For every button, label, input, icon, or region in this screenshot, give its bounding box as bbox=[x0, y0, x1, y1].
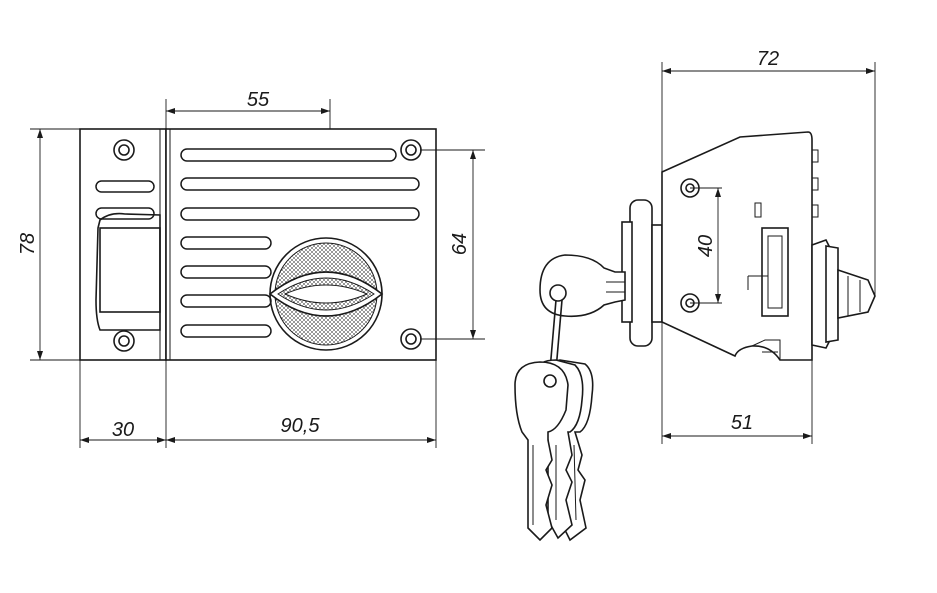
screw-hole-icon bbox=[113, 330, 135, 352]
dim-51-label: 51 bbox=[731, 412, 753, 434]
key-head-icon bbox=[539, 254, 626, 318]
lock-body-side bbox=[661, 131, 813, 361]
dim-30-label: 30 bbox=[112, 419, 134, 441]
dim-40-label: 40 bbox=[695, 235, 717, 257]
dim-78-label: 78 bbox=[17, 233, 39, 255]
key-icon bbox=[514, 361, 569, 542]
dim-64-label: 64 bbox=[449, 233, 471, 255]
bolt-icon bbox=[837, 268, 876, 319]
keys bbox=[514, 254, 626, 542]
dim-72-label: 72 bbox=[757, 48, 779, 70]
side-dimensions: 72 40 51 bbox=[661, 48, 876, 444]
dim-55-label: 55 bbox=[247, 89, 270, 111]
side-view bbox=[621, 131, 876, 361]
front-dimensions: 55 78 64 30 90,5 bbox=[17, 89, 485, 448]
screw-hole-icon bbox=[113, 139, 135, 161]
front-view bbox=[79, 128, 437, 361]
strike-plate bbox=[79, 128, 167, 361]
dim-90-5-label: 90,5 bbox=[281, 415, 321, 437]
